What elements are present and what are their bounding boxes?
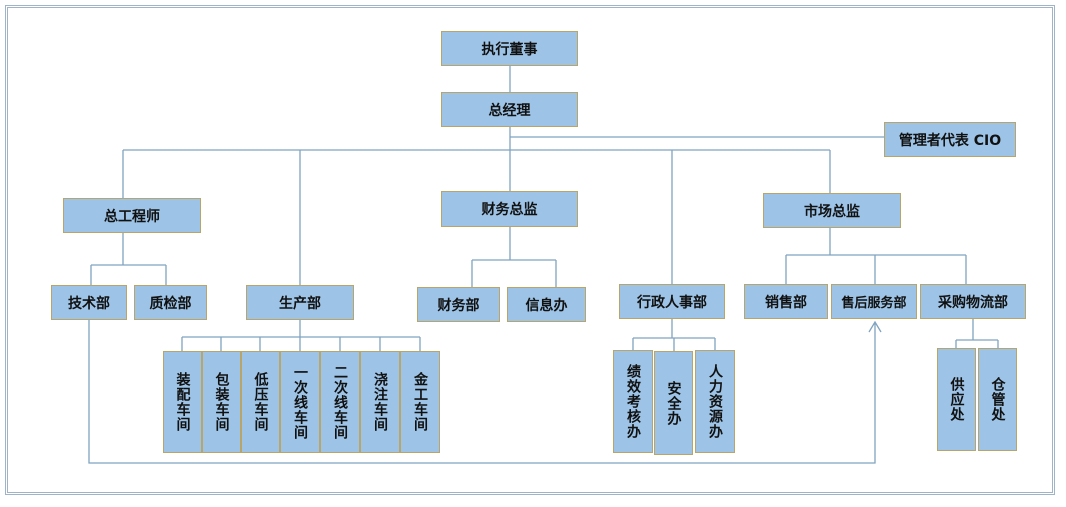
box-purchasing-dept: 采购物流部 bbox=[920, 284, 1026, 319]
feedback-arrow bbox=[88, 320, 882, 464]
box-chief-engineer: 总工程师 bbox=[63, 198, 201, 233]
box-tech-dept: 技术部 bbox=[51, 285, 127, 320]
box-production-dept: 生产部 bbox=[246, 285, 354, 320]
box-hr-office: 安全办 bbox=[654, 351, 693, 455]
box-marketing-director: 市场总监 bbox=[763, 193, 901, 228]
workshop-label: 金工车间 bbox=[412, 372, 428, 432]
box-workshop: 浇注车间 bbox=[360, 351, 400, 453]
box-admin-hr-dept: 行政人事部 bbox=[619, 284, 725, 319]
box-sales-dept: 销售部 bbox=[744, 284, 828, 319]
workshop-label: 浇注车间 bbox=[372, 372, 388, 432]
diagram-frame bbox=[5, 5, 1055, 495]
line-purchasing bbox=[955, 319, 999, 348]
line-chief-eng bbox=[90, 233, 167, 285]
hr-office-label: 人力资源办 bbox=[707, 364, 723, 439]
logistics-office-label: 供应处 bbox=[948, 377, 965, 422]
box-cio: 管理者代表 CIO bbox=[884, 122, 1016, 157]
line-admin-hr bbox=[632, 319, 716, 351]
workshop-label: 低压车间 bbox=[252, 372, 269, 432]
box-executive-director: 执行董事 bbox=[441, 31, 578, 66]
box-after-sales-dept: 售后服务部 bbox=[831, 284, 917, 319]
box-general-manager: 总经理 bbox=[441, 92, 578, 127]
logistics-office-label: 仓管处 bbox=[989, 377, 1006, 422]
box-workshop: 包装车间 bbox=[202, 351, 241, 453]
box-workshop: 二次线车间 bbox=[320, 351, 360, 453]
box-info-office: 信息办 bbox=[507, 287, 586, 322]
box-workshop: 一次线车间 bbox=[280, 351, 320, 453]
workshop-label: 一次线车间 bbox=[292, 364, 308, 440]
workshop-label: 装配车间 bbox=[174, 372, 191, 432]
workshop-label: 二次线车间 bbox=[332, 364, 348, 440]
box-logistics-office: 仓管处 bbox=[978, 348, 1017, 451]
box-qc-dept: 质检部 bbox=[134, 285, 207, 320]
box-finance-dept: 财务部 bbox=[417, 287, 500, 322]
line-cfo bbox=[471, 227, 557, 287]
line-production bbox=[181, 320, 421, 351]
line-marketing bbox=[785, 228, 967, 284]
box-logistics-office: 供应处 bbox=[937, 348, 976, 451]
box-workshop: 装配车间 bbox=[163, 351, 202, 453]
box-workshop: 低压车间 bbox=[241, 351, 280, 453]
workshop-label: 包装车间 bbox=[213, 372, 230, 432]
hr-office-label: 安全办 bbox=[665, 380, 682, 426]
hr-office-label: 绩效考核办 bbox=[625, 364, 641, 439]
line-gm-branch bbox=[122, 149, 831, 285]
box-workshop: 金工车间 bbox=[400, 351, 440, 453]
box-hr-office: 人力资源办 bbox=[695, 350, 735, 453]
box-hr-office: 绩效考核办 bbox=[613, 350, 653, 453]
box-cfo: 财务总监 bbox=[441, 191, 578, 227]
